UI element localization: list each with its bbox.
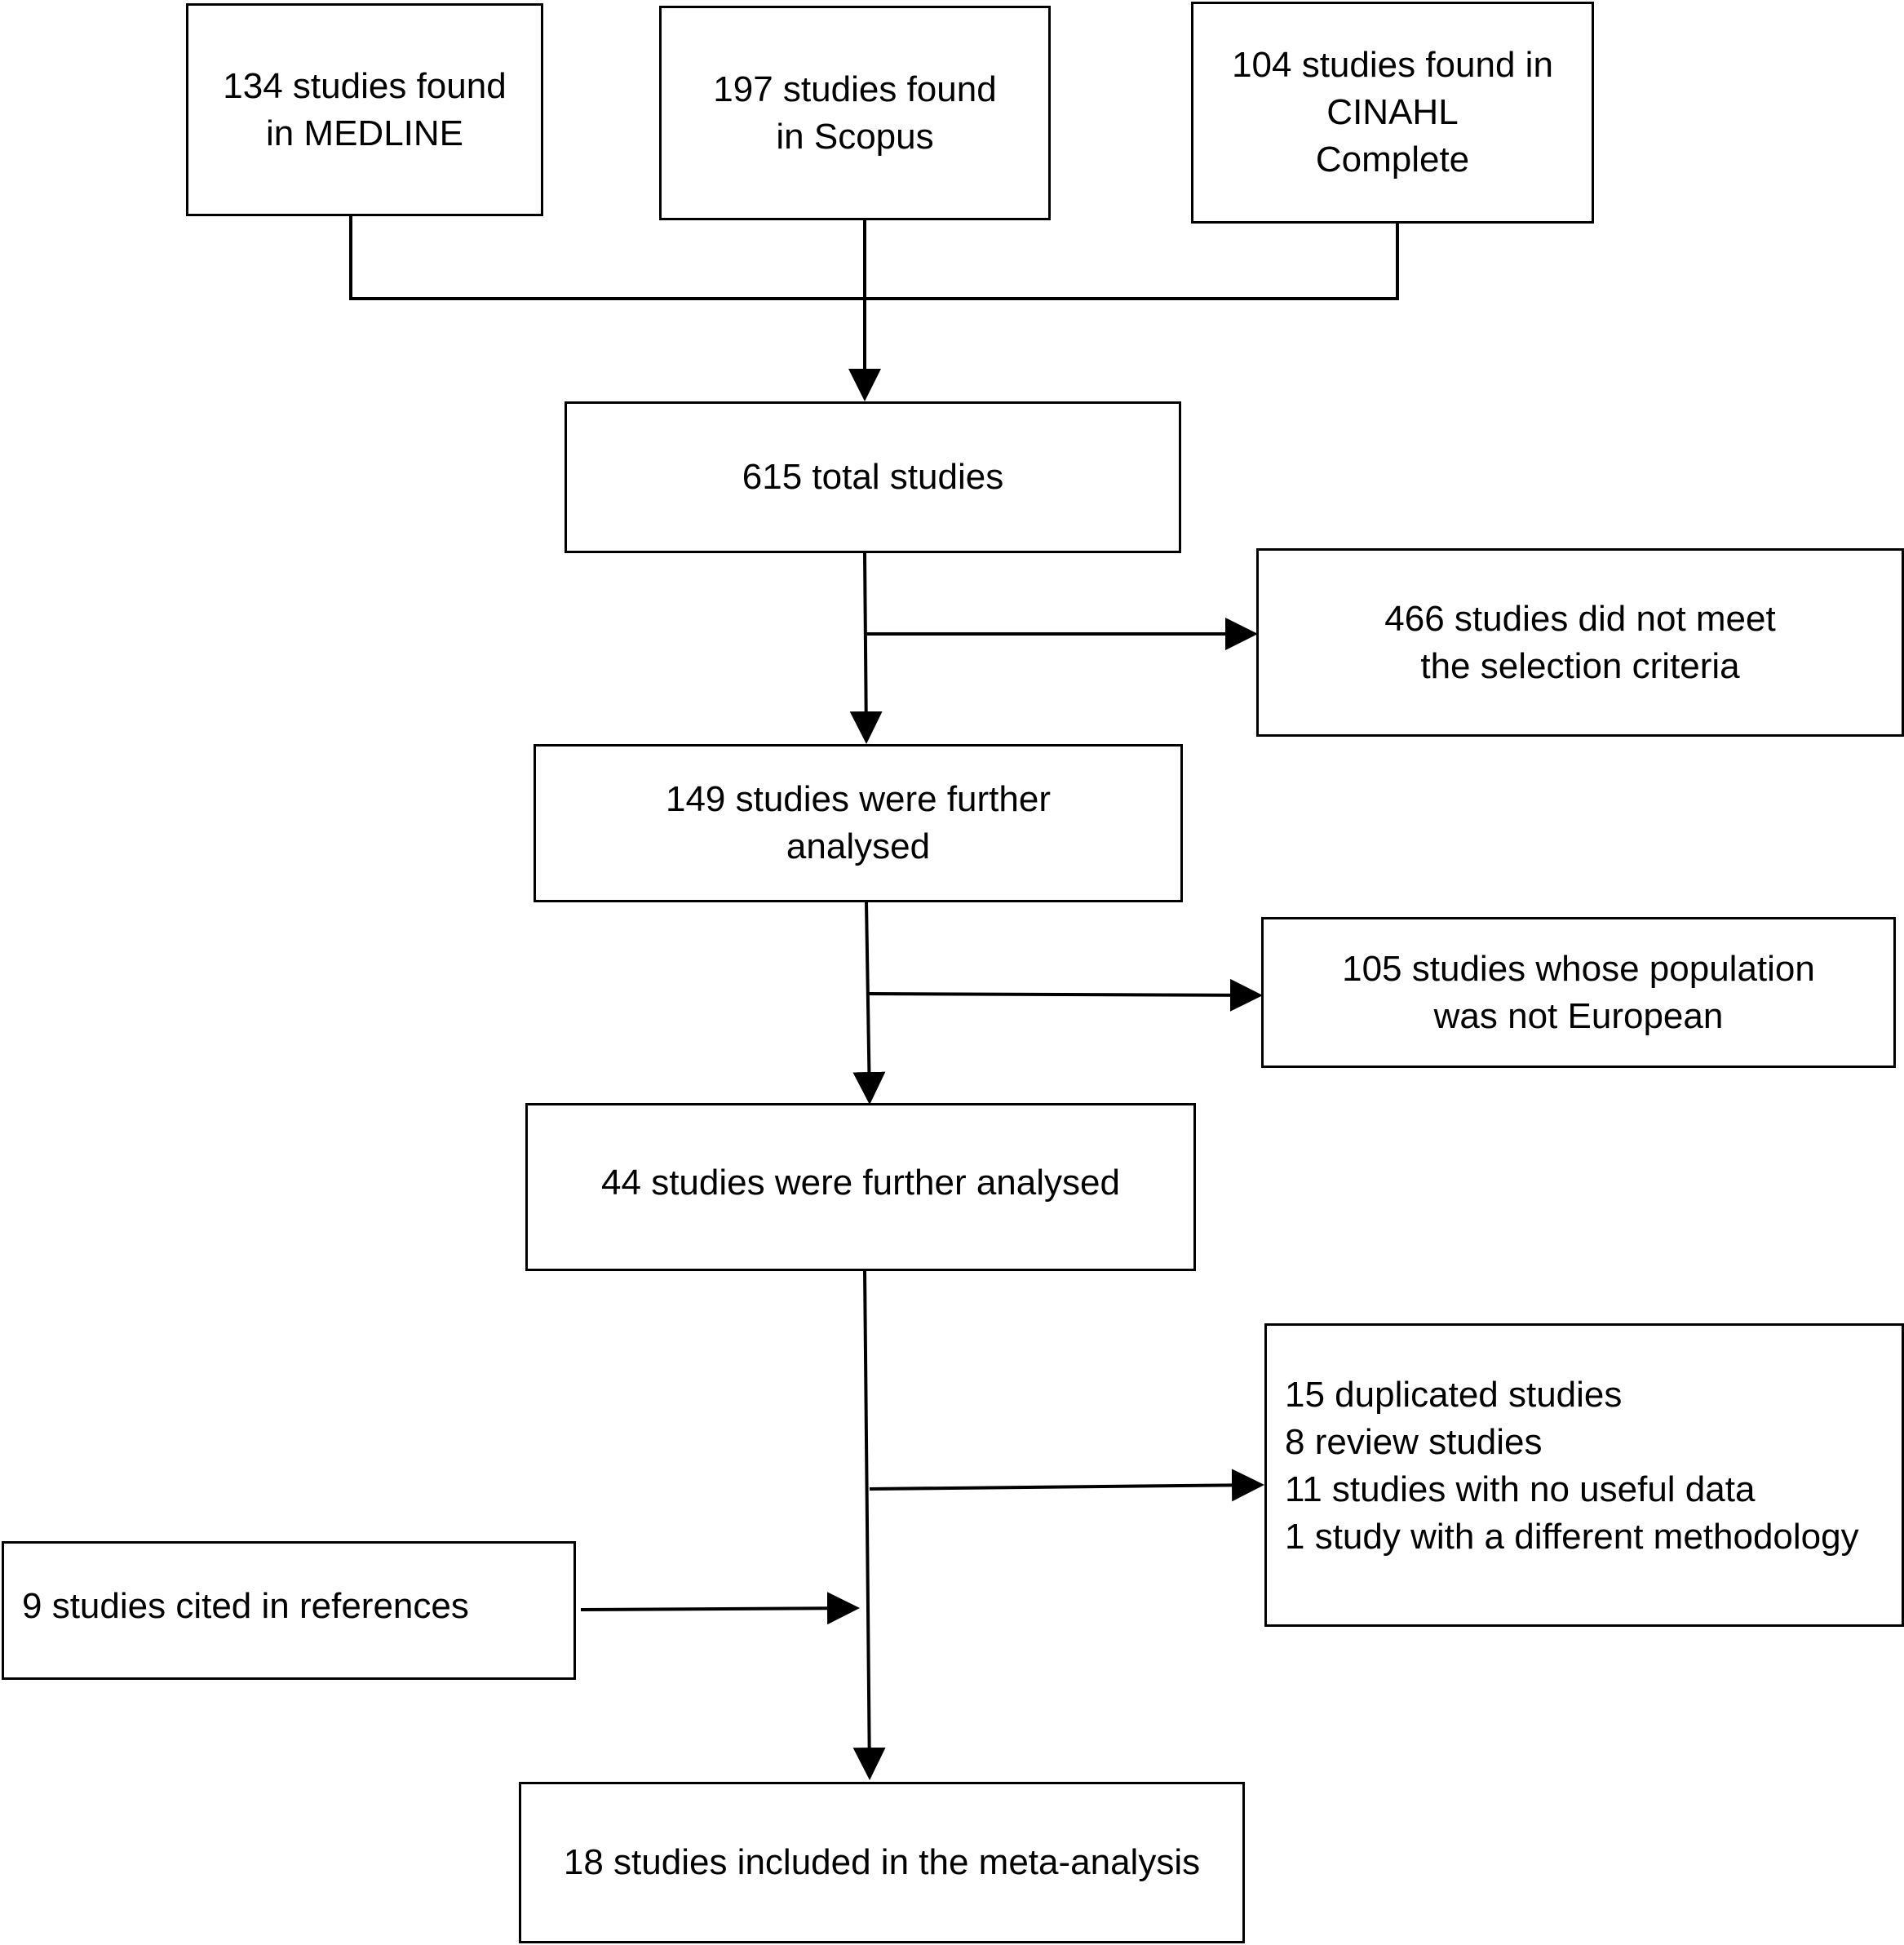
box-cinahl-line-1: 104 studies found in [1232, 45, 1553, 85]
box-excluded-other-line-3: 11 studies with no useful data [1285, 1469, 1756, 1509]
arrow-from-references [580, 1592, 860, 1625]
box-scopus: 197 studies found in Scopus [659, 6, 1051, 220]
box-excluded-other: 15 duplicated studies 8 review studies 1… [1264, 1323, 1904, 1627]
box-excluded-criteria: 466 studies did not meet the selection c… [1256, 548, 1904, 737]
box-excluded-criteria-line-1: 466 studies did not meet [1384, 598, 1776, 639]
arrow-to-further-44 [852, 902, 886, 1105]
box-further-44-line-1: 44 studies were further analysed [601, 1163, 1120, 1203]
box-total-line-1: 615 total studies [742, 457, 1004, 497]
box-cinahl-line-3: Complete [1315, 140, 1470, 179]
arrow-to-excluded-other [869, 1469, 1264, 1502]
arrow-to-excluded-population [867, 978, 1263, 1012]
box-total: 615 total studies [565, 401, 1181, 553]
box-included-line-1: 18 studies included in the meta-analysis [563, 1842, 1201, 1882]
box-further-149: 149 studies were further analysed [534, 744, 1183, 902]
box-further-44: 44 studies were further analysed [525, 1103, 1196, 1271]
box-medline: 134 studies found in MEDLINE [186, 3, 543, 216]
box-medline-line-2: in MEDLINE [265, 113, 464, 153]
box-further-149-line-2: analysed [786, 826, 931, 866]
box-excluded-population: 105 studies whose population was not Eur… [1261, 917, 1896, 1068]
box-excluded-other-line-2: 8 review studies [1285, 1422, 1543, 1462]
box-excluded-population-line-1: 105 studies whose population [1342, 948, 1815, 989]
box-scopus-line-2: in Scopus [776, 116, 934, 157]
box-scopus-line-1: 197 studies found [713, 69, 997, 109]
arrow-to-included [852, 1269, 886, 1780]
box-included: 18 studies included in the meta-analysis [519, 1782, 1245, 1943]
box-references: 9 studies cited in references [2, 1541, 576, 1680]
box-excluded-population-line-2: was not European [1433, 995, 1724, 1036]
box-excluded-criteria-line-2: the selection criteria [1420, 645, 1740, 686]
box-excluded-other-line-1: 15 duplicated studies [1285, 1375, 1623, 1415]
box-medline-line-1: 134 studies found [223, 65, 507, 106]
box-excluded-other-line-4: 1 study with a different methodology [1285, 1517, 1859, 1557]
arrow-to-further-149 [849, 552, 883, 744]
box-cinahl: 104 studies found in CINAHL Complete [1191, 2, 1594, 224]
box-references-line-1: 9 studies cited in references [22, 1586, 469, 1626]
box-further-149-line-1: 149 studies were further [665, 779, 1052, 819]
box-cinahl-line-2: CINAHL [1326, 92, 1459, 132]
